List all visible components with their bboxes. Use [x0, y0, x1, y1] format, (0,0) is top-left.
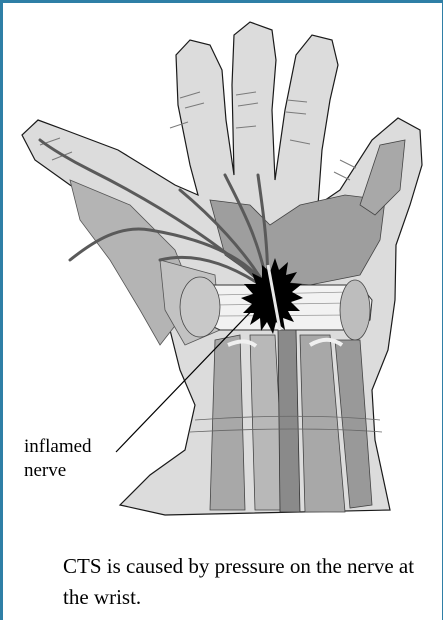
nerve-label: nerve — [24, 459, 66, 483]
forearm-tendons — [210, 330, 372, 512]
figure-caption: CTS is caused by pressure on the nerve a… — [63, 551, 433, 613]
inflamed-label: inflamed — [24, 435, 92, 459]
